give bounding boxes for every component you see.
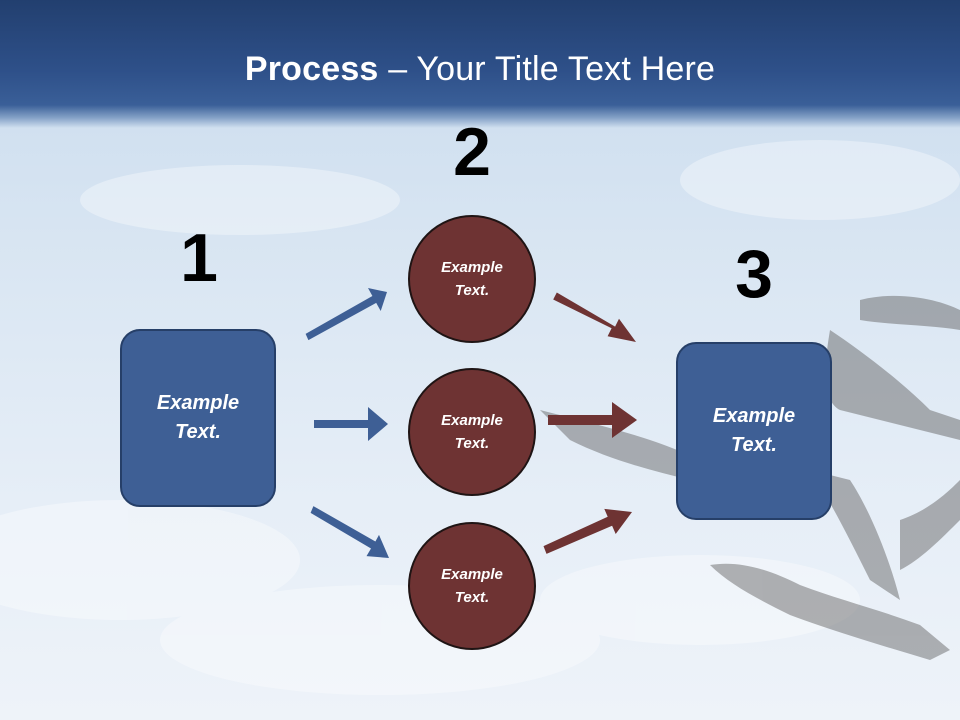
- step-2-circle-bottom: Example Text.: [408, 522, 536, 650]
- title-bold: Process: [244, 50, 379, 88]
- step-2-circle-top: Example Text.: [408, 215, 536, 343]
- step-2-text-bottom: Example Text.: [441, 566, 503, 606]
- arrow-to-bottom-circle: [310, 506, 389, 558]
- arrow-to-middle-circle: [314, 407, 388, 441]
- arrow-from-top-circle: [553, 292, 636, 342]
- arrow-from-bottom-circle: [543, 508, 632, 554]
- title-rest: – Your Title Text Here: [378, 50, 716, 88]
- geese-silhouette: [540, 295, 960, 660]
- step-2-text-top: Example Text.: [441, 259, 503, 299]
- step-2-text-middle: Example Text.: [441, 412, 503, 452]
- arrow-from-middle-circle: [548, 402, 637, 438]
- step-3-text: Example Text.: [712, 405, 796, 456]
- step-2-circle-middle: Example Text.: [408, 368, 536, 496]
- step-3-box: Example Text.: [676, 342, 832, 520]
- arrow-to-top-circle: [305, 288, 387, 341]
- step-1-text: Example Text.: [156, 392, 240, 443]
- step-number-1: 1: [180, 220, 218, 296]
- blue-arrows: [305, 288, 389, 558]
- step-number-2: 2: [453, 114, 491, 190]
- title-band: [0, 0, 960, 128]
- step-1-box: Example Text.: [120, 329, 276, 507]
- red-arrows: [543, 292, 637, 554]
- page-title: Process – Your Title Text Here: [0, 50, 960, 89]
- step-number-3: 3: [735, 236, 773, 312]
